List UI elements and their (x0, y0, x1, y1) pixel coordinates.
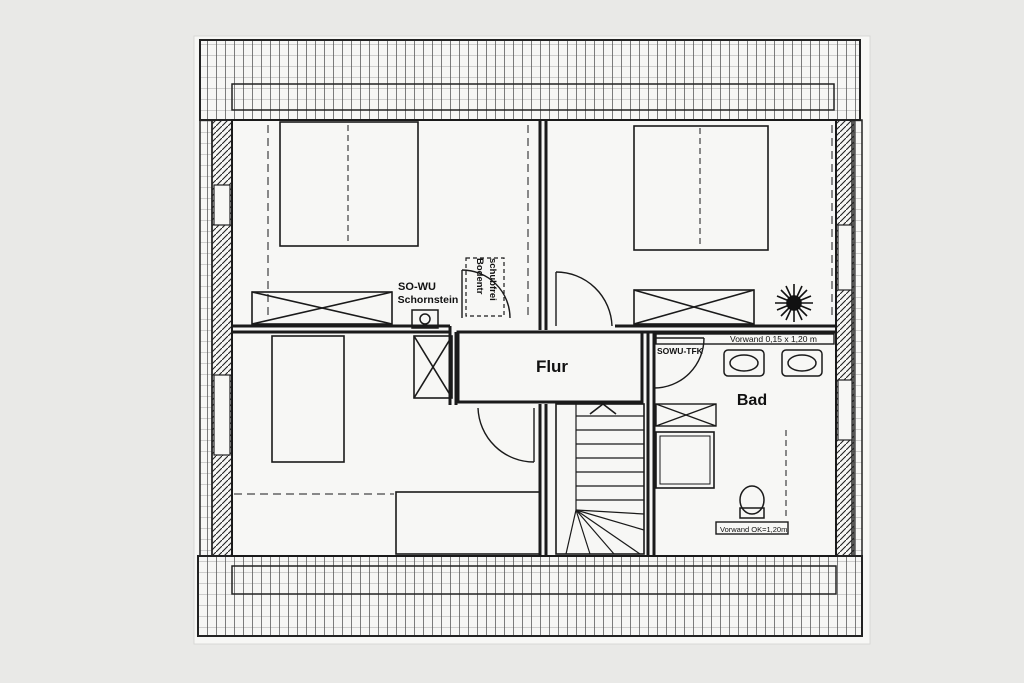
attic-hatch-label-2: schubfrei (487, 258, 498, 301)
chimney-label-1: SO-WU (398, 281, 436, 293)
desk-bottom (395, 491, 541, 555)
bath-wall-top-label: Vorwand 0,15 x 1,20 m (730, 334, 817, 344)
bed-right (633, 125, 769, 251)
attic-hatch-label-1: Bodentr (474, 258, 485, 295)
interior-outline (231, 119, 837, 557)
bathroom-label: Bad (737, 392, 767, 409)
shower (655, 431, 715, 489)
attic-hatch (465, 257, 505, 317)
staircase (555, 402, 645, 555)
bath-wall-ledge-bottom (715, 521, 789, 535)
chimney-label-2: Schornstein (398, 294, 459, 306)
bath-sinks (723, 349, 823, 377)
wardrobe-right (633, 289, 755, 325)
toilet (739, 485, 765, 519)
roof-tiles-bottom (197, 555, 863, 637)
chimney (411, 309, 439, 329)
desk-left (271, 335, 345, 463)
plant-icon (775, 284, 813, 322)
roof-side-left (199, 119, 213, 557)
windows (213, 184, 853, 456)
roof-tiles-top (199, 39, 861, 121)
wardrobe-left (251, 291, 393, 325)
partition-walls (232, 120, 836, 556)
shaft-box (413, 335, 453, 399)
bed-left (279, 121, 419, 247)
door-swings (461, 269, 705, 463)
bath-shaft-label: SOWU-TFK (657, 346, 704, 356)
bath-wall-ledge-top (655, 333, 835, 345)
hallway-label: Flur (536, 357, 568, 376)
hallway-box (456, 330, 644, 404)
bath-cabinet (655, 403, 717, 427)
bath-wall-bottom-label: Vorwand OK=1,20m (720, 525, 787, 534)
